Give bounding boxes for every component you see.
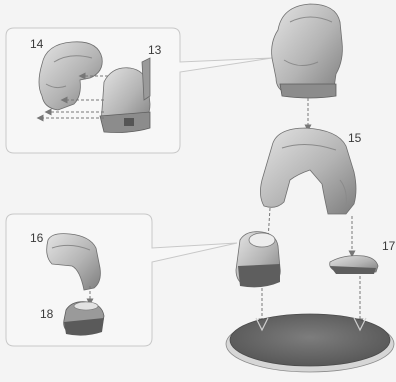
part-15-legs [260,128,356,214]
part-18-boot [64,302,104,336]
assembled-left-boot [236,232,280,288]
label-part-17: 17 [382,240,395,252]
label-part-15: 15 [348,132,361,144]
assembled-torso [272,4,343,98]
label-part-13: 13 [148,44,161,56]
label-part-18: 18 [40,308,53,320]
display-base [226,314,394,372]
label-part-14: 14 [30,38,43,50]
label-part-16: 16 [30,232,43,244]
part-17-right-foot [330,256,378,274]
